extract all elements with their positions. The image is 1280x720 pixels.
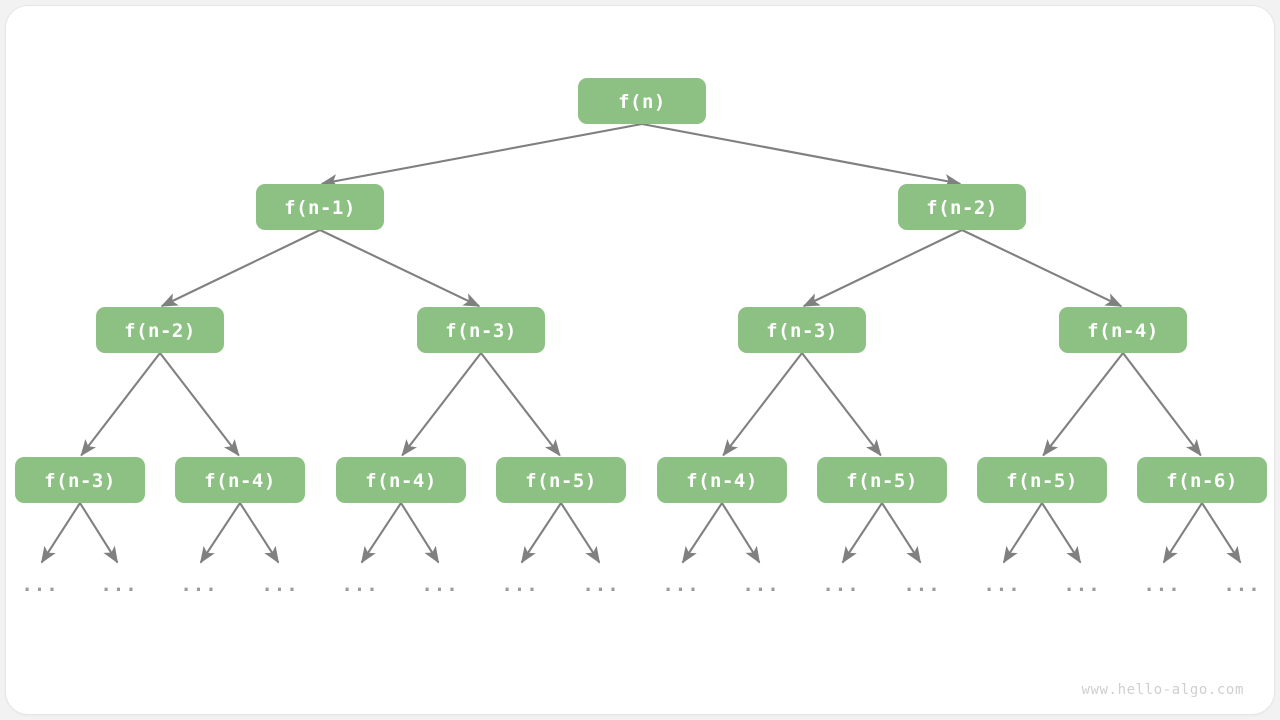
tree-edge-to-ellipsis [40,502,81,564]
tree-node-label: f(n-1) [284,197,356,219]
watermark: www.hello-algo.com [1081,682,1244,698]
tree-node[interactable]: f(n) [578,78,706,124]
tree-node[interactable]: f(n-6) [1137,457,1267,503]
tree-node-box[interactable] [977,457,1107,503]
ellipsis-marker: ... [903,574,940,596]
tree-edge-to-ellipsis [1002,502,1043,564]
tree-node[interactable]: f(n-2) [898,184,1026,230]
tree-node-box[interactable] [657,457,787,503]
tree-node[interactable]: f(n-5) [496,457,626,503]
tree-node[interactable]: f(n-2) [96,307,224,353]
tree-node[interactable]: f(n-1) [256,184,384,230]
tree-edge-to-ellipsis [400,502,440,564]
tree-node-label: f(n-3) [766,320,838,342]
tree-node-label: f(n-2) [926,197,998,219]
tree-edge [319,229,481,308]
tree-node[interactable]: f(n-3) [417,307,545,353]
tree-node-label: f(n-4) [1087,320,1159,342]
tree-edge-to-ellipsis [79,502,119,564]
tree-node-box[interactable] [336,457,466,503]
tree-edge [160,229,321,308]
ellipsis-marker: ... [742,574,779,596]
tree-node[interactable]: f(n-4) [657,457,787,503]
ellipsis-layer: ........................................… [21,574,1260,596]
tree-edge [320,122,643,188]
tree-edge [159,352,240,457]
tree-node-label: f(n-2) [124,320,196,342]
tree-edge [802,229,963,308]
tree-node-box[interactable] [1059,307,1187,353]
tree-edge-to-ellipsis [520,502,562,564]
ellipsis-marker: ... [1143,574,1180,596]
edge-layer [40,122,1242,564]
tree-node-label: f(n-3) [44,470,116,492]
tree-node-label: f(n-5) [525,470,597,492]
node-layer: f(n) f(n-1) f(n-2) f(n-2) f(n-3) f(n-3) f(n-4)… [15,78,1267,503]
tree-node-label: f(n-5) [846,470,918,492]
tree-node-box[interactable] [175,457,305,503]
ellipsis-marker: ... [421,574,458,596]
tree-node-label: f(n-5) [1006,470,1078,492]
tree-node[interactable]: f(n-5) [817,457,947,503]
tree-node[interactable]: f(n-5) [977,457,1107,503]
tree-edge [80,352,161,457]
tree-node-box[interactable] [578,78,706,124]
ellipsis-marker: ... [21,574,58,596]
tree-edge [722,352,803,457]
tree-edge [961,229,1123,308]
tree-node[interactable]: f(n-3) [15,457,145,503]
tree-node[interactable]: f(n-3) [738,307,866,353]
ellipsis-marker: ... [261,574,298,596]
ellipsis-marker: ... [582,574,619,596]
tree-node-box[interactable] [817,457,947,503]
tree-edge [1042,352,1124,457]
tree-edge-to-ellipsis [560,502,601,564]
tree-edge [641,122,962,188]
tree-edge-to-ellipsis [360,502,402,564]
tree-node-box[interactable] [738,307,866,353]
tree-node-box[interactable] [256,184,384,230]
tree-edge-to-ellipsis [1041,502,1082,564]
tree-node-label: f(n-4) [204,470,276,492]
tree-node-label: f(n-3) [445,320,517,342]
tree-edge-to-ellipsis [721,502,761,564]
ellipsis-marker: ... [180,574,217,596]
ellipsis-marker: ... [1063,574,1100,596]
tree-edge-to-ellipsis [1201,502,1242,564]
tree-node-box[interactable] [417,307,545,353]
ellipsis-marker: ... [341,574,378,596]
tree-edge-to-ellipsis [841,502,883,564]
tree-edge [1122,352,1202,457]
tree-node-label: f(n-6) [1166,470,1238,492]
ellipsis-marker: ... [662,574,699,596]
tree-edge-to-ellipsis [239,502,280,564]
tree-edge-to-ellipsis [681,502,723,564]
tree-edge [480,352,561,457]
tree-node-box[interactable] [496,457,626,503]
tree-node-label: f(n-4) [686,470,758,492]
tree-node-box[interactable] [96,307,224,353]
ellipsis-marker: ... [822,574,859,596]
tree-node[interactable]: f(n-4) [175,457,305,503]
tree-edge-to-ellipsis [1162,502,1203,564]
tree-node[interactable]: f(n-4) [1059,307,1187,353]
tree-node-box[interactable] [1137,457,1267,503]
tree-node-label: f(n-4) [365,470,437,492]
tree-node[interactable]: f(n-4) [336,457,466,503]
ellipsis-marker: ... [100,574,137,596]
ellipsis-marker: ... [501,574,538,596]
tree-edge [801,352,882,457]
tree-node-box[interactable] [15,457,145,503]
tree-edge [401,352,482,457]
tree-node-label: f(n) [618,91,666,113]
tree-edge-to-ellipsis [199,502,241,564]
tree-node-box[interactable] [898,184,1026,230]
tree-edge-to-ellipsis [881,502,922,564]
ellipsis-marker: ... [983,574,1020,596]
ellipsis-marker: ... [1223,574,1260,596]
